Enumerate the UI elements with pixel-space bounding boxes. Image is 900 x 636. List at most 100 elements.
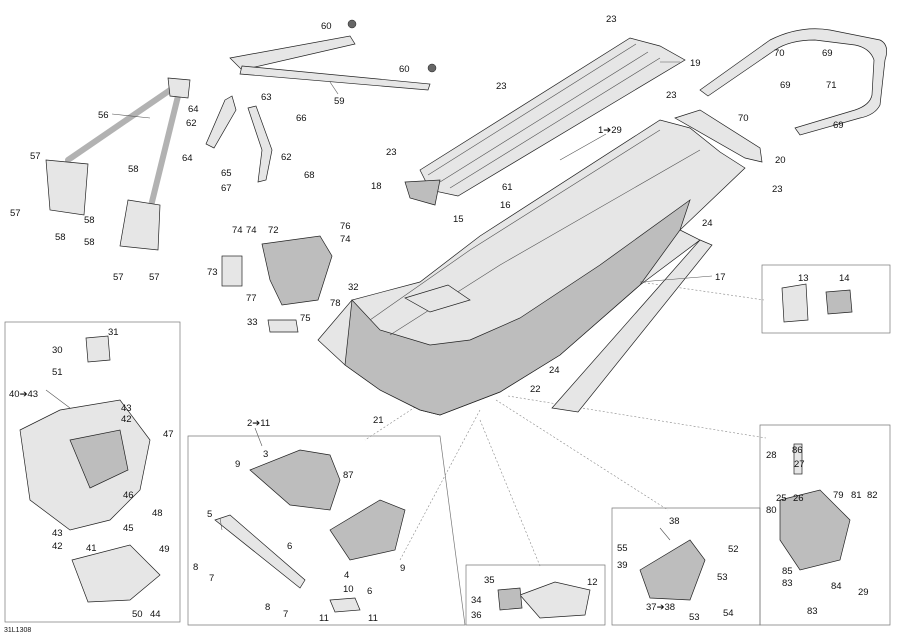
callout-77: 78 xyxy=(330,298,341,309)
callout-20: 20 xyxy=(775,155,786,166)
callout-37-38: 37➔38 xyxy=(646,602,675,613)
callout-57: 57 xyxy=(149,272,160,283)
callout-69: 69 xyxy=(822,48,833,59)
callout-24: 24 xyxy=(702,218,713,229)
callout-56: 56 xyxy=(98,110,109,121)
rear-bumper xyxy=(699,28,887,136)
callout-58: 58 xyxy=(84,215,95,226)
callout-43: 43 xyxy=(121,403,132,414)
callout-9: 9 xyxy=(400,563,405,574)
callout-43: 43 xyxy=(52,528,63,539)
detail-13-14 xyxy=(781,283,853,323)
running-board xyxy=(551,239,713,413)
callout-18: 18 xyxy=(371,181,382,192)
callout-74: 75 xyxy=(300,313,311,324)
callout-3: 3 xyxy=(263,449,268,460)
callout-80: 81 xyxy=(851,490,862,501)
callout-33: 33 xyxy=(247,317,258,328)
callout-65: 66 xyxy=(296,113,307,124)
callout-8: 8 xyxy=(193,562,198,573)
callout-72: 73 xyxy=(207,267,218,278)
callout-23: 23 xyxy=(606,14,617,25)
callout-26: 26 xyxy=(793,493,804,504)
callout-11: 11 xyxy=(368,613,378,624)
callout-29: 29 xyxy=(858,587,869,598)
callout-63: 63 xyxy=(261,92,272,103)
callout-47: 47 xyxy=(163,429,174,440)
callout-71: 72 xyxy=(268,225,279,236)
rail-cooler xyxy=(404,37,686,206)
callout-12: 12 xyxy=(587,577,598,588)
callout-35: 35 xyxy=(484,575,495,586)
callout-1-29: 1➔29 xyxy=(598,125,622,136)
drawing-code: 31L1308 xyxy=(4,627,31,634)
callout-59: 59 xyxy=(334,96,345,107)
callout-27: 27 xyxy=(794,459,805,470)
callout-42: 42 xyxy=(121,414,132,425)
callout-21: 21 xyxy=(373,415,384,426)
callout-6: 6 xyxy=(287,541,292,552)
callout-58: 58 xyxy=(84,237,95,248)
callout-31: 31 xyxy=(108,327,119,338)
callout-58: 58 xyxy=(55,232,66,243)
callout-46: 46 xyxy=(123,490,134,501)
callout-50: 50 xyxy=(132,609,143,620)
callout-60: 60 xyxy=(321,21,332,32)
detail-12-36 xyxy=(497,581,591,619)
callout-19: 19 xyxy=(690,58,701,69)
callout-10: 10 xyxy=(343,584,354,595)
callout-11: 11 xyxy=(319,613,329,624)
callout-75: 76 xyxy=(340,221,351,232)
callout-41: 41 xyxy=(86,543,97,554)
callout-23: 23 xyxy=(386,147,397,158)
callout-16: 16 xyxy=(500,200,511,211)
callout-64: 64 xyxy=(188,104,199,115)
detail-78-85 xyxy=(779,443,851,571)
callout-17: 17 xyxy=(715,272,726,283)
callout-14: 14 xyxy=(839,273,850,284)
callout-4: 4 xyxy=(344,570,349,581)
callout-74: 74 xyxy=(246,225,257,236)
callout-44: 44 xyxy=(150,609,161,620)
callout-23: 23 xyxy=(496,81,507,92)
callout-6: 6 xyxy=(367,586,372,597)
callout-23: 23 xyxy=(666,90,677,101)
detail-2-11 xyxy=(214,449,406,613)
callout-28: 28 xyxy=(766,450,777,461)
callout-9: 9 xyxy=(235,459,240,470)
rear-bracket xyxy=(674,109,763,163)
leader-lines xyxy=(45,61,713,541)
callout-55: 55 xyxy=(617,543,628,554)
callout-25: 25 xyxy=(776,493,787,504)
callout-68: 69 xyxy=(833,120,844,131)
upper-rod xyxy=(229,19,437,91)
callout-69: 70 xyxy=(738,113,749,124)
detail-frames xyxy=(4,264,891,626)
tunnel-assembly xyxy=(317,119,746,416)
callout-83: 83 xyxy=(782,578,793,589)
callout-67: 68 xyxy=(304,170,315,181)
callout-62: 62 xyxy=(186,118,197,129)
callout-labels: 1➔29 2➔11 3 4 5 6 6 7 7 8 8 9 9 10 11 11… xyxy=(9,14,878,624)
detail-40-43 xyxy=(19,335,161,603)
callout-58: 58 xyxy=(128,164,139,175)
callout-32: 32 xyxy=(348,282,359,293)
callout-52: 52 xyxy=(728,544,739,555)
callout-42: 42 xyxy=(52,541,63,552)
callout-69: 69 xyxy=(780,80,791,91)
callout-5: 5 xyxy=(207,509,212,520)
callout-34: 34 xyxy=(471,595,482,606)
callout-57: 57 xyxy=(113,272,124,283)
callout-78: 79 xyxy=(833,490,844,501)
callout-57: 57 xyxy=(10,208,21,219)
callout-60: 60 xyxy=(399,64,410,75)
callout-30: 30 xyxy=(52,345,63,356)
callout-53: 53 xyxy=(717,572,728,583)
callout-23: 23 xyxy=(772,184,783,195)
callout-74: 74 xyxy=(340,234,351,245)
callout-76: 77 xyxy=(246,293,257,304)
callout-84: 85 xyxy=(782,566,793,577)
callout-7: 7 xyxy=(283,609,288,620)
callout-22: 22 xyxy=(530,384,541,395)
